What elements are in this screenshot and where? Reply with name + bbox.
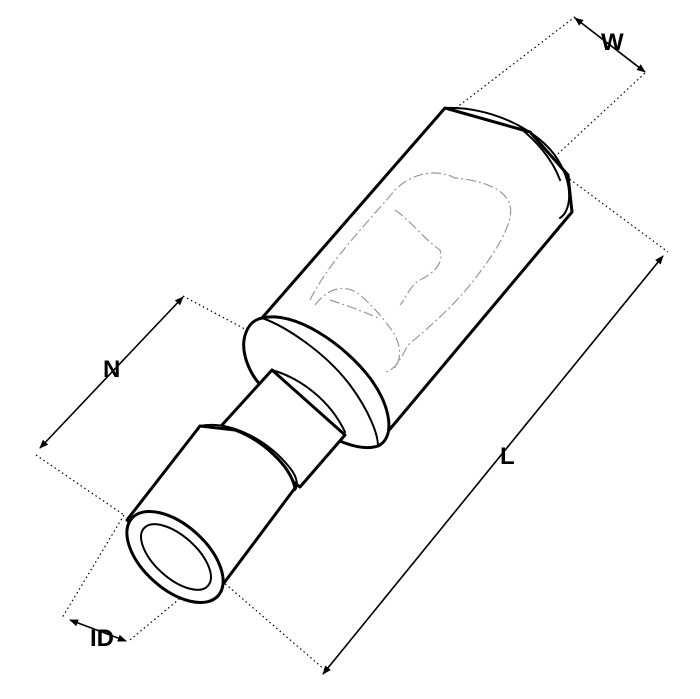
dimension-lines — [39, 17, 664, 675]
n-dimension-line — [39, 296, 184, 449]
dimension-label-l: L — [500, 443, 515, 470]
id-dimension-line — [69, 619, 127, 642]
dimension-label-n: N — [103, 356, 120, 383]
extension-lines — [35, 15, 669, 671]
dimension-label-w: W — [601, 29, 624, 56]
dimension-label-id: ID — [90, 625, 114, 652]
collar-flange — [242, 315, 391, 450]
barrel-opening — [125, 509, 225, 605]
hidden-contact — [309, 172, 512, 373]
l-dimension-line — [322, 255, 664, 675]
terminal-neck — [220, 368, 347, 489]
w-dimension-line — [574, 17, 646, 73]
